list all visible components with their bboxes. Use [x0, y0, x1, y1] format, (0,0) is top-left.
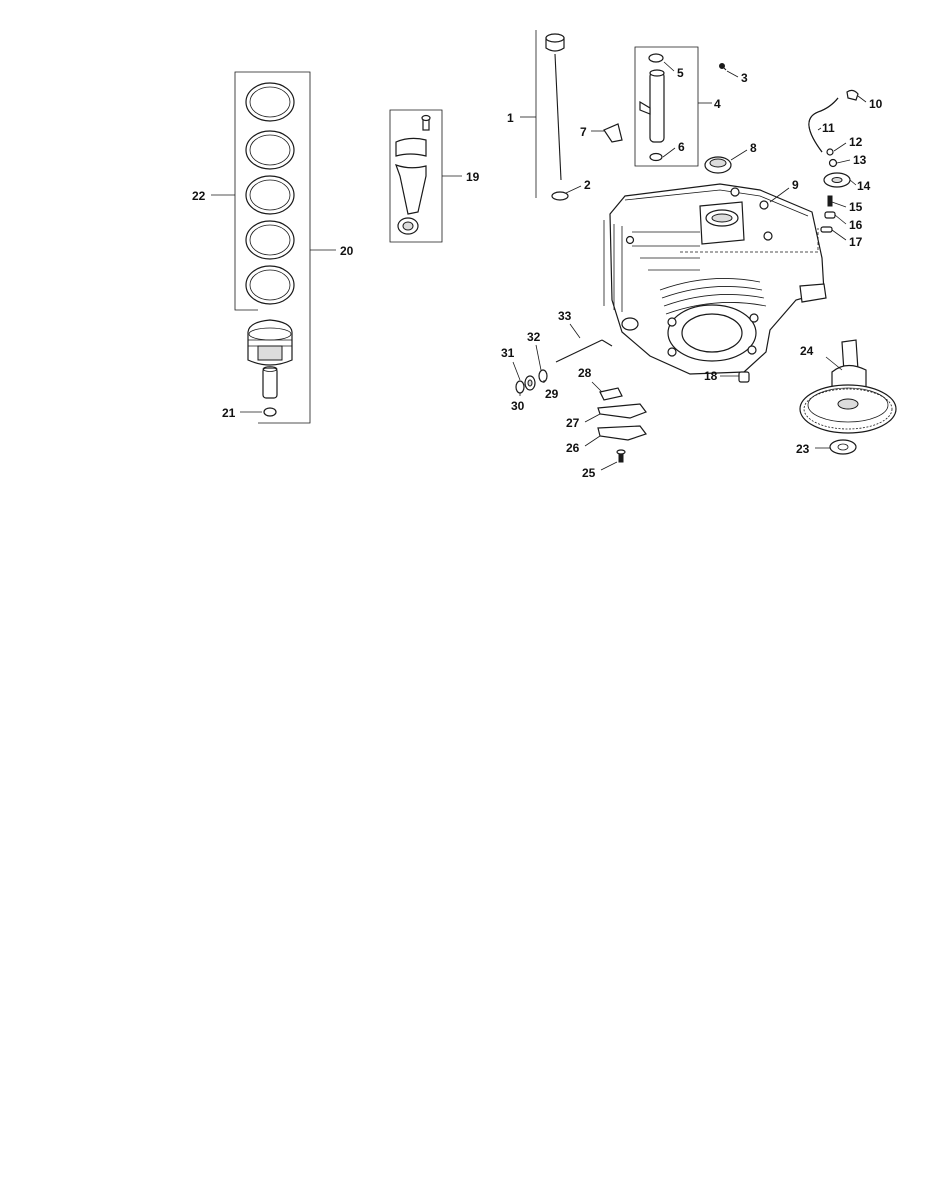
piston-ring [245, 265, 295, 305]
callout-16: 16 [849, 218, 863, 232]
callout-5: 5 [677, 66, 684, 80]
piston-pin [262, 366, 278, 399]
callout-31: 31 [501, 346, 515, 360]
callout-8: 8 [750, 141, 757, 155]
callout-25: 25 [582, 466, 596, 480]
callout-2: 2 [584, 178, 591, 192]
governor-parts [515, 339, 647, 463]
callout-11: 11 [822, 121, 835, 135]
camshaft [799, 339, 897, 455]
plug [738, 371, 750, 383]
connecting-rod-assembly [389, 109, 443, 243]
callout-10: 10 [869, 97, 883, 111]
dipstick-tube-assembly [634, 46, 699, 167]
callout-15: 15 [849, 200, 863, 214]
callout-24: 24 [800, 344, 814, 358]
callout-20: 20 [340, 244, 354, 258]
piston-ring [245, 220, 295, 260]
callout-21: 21 [222, 406, 236, 420]
callout-32: 32 [527, 330, 541, 344]
callout-12: 12 [849, 135, 863, 149]
callout-3: 3 [741, 71, 748, 85]
callout-9: 9 [792, 178, 799, 192]
leader-lines [211, 61, 867, 471]
dipstick [535, 30, 569, 201]
piston-pin-retainer [263, 407, 277, 417]
bracket [603, 123, 623, 143]
callout-30: 30 [511, 399, 525, 413]
callout-28: 28 [578, 366, 592, 380]
dipstick-o-ring [551, 191, 569, 201]
piston-ring-set [234, 71, 311, 424]
screw [719, 63, 727, 71]
callout-labels: 1 2 3 4 5 6 7 8 9 10 11 12 13 14 15 16 1… [192, 66, 883, 480]
callout-27: 27 [566, 416, 580, 430]
callout-7: 7 [580, 125, 587, 139]
camshaft-shim [829, 439, 857, 455]
piston [247, 319, 293, 366]
callout-6: 6 [678, 140, 685, 154]
callout-22: 22 [192, 189, 206, 203]
piston-ring [245, 130, 295, 170]
callout-26: 26 [566, 441, 580, 455]
callout-33: 33 [558, 309, 572, 323]
tube-o-ring-upper [648, 53, 664, 63]
tube-o-ring-lower [649, 152, 663, 162]
callout-13: 13 [853, 153, 867, 167]
crankcase [603, 183, 827, 375]
callout-19: 19 [466, 170, 480, 184]
piston-ring [245, 82, 295, 122]
breather-parts [808, 89, 859, 233]
callout-23: 23 [796, 442, 810, 456]
callout-17: 17 [849, 235, 863, 249]
oil-seal [704, 156, 732, 174]
callout-1: 1 [507, 111, 514, 125]
callout-29: 29 [545, 387, 559, 401]
callout-14: 14 [857, 179, 871, 193]
callout-18: 18 [704, 369, 718, 383]
callout-4: 4 [714, 97, 721, 111]
piston-ring [245, 175, 295, 215]
